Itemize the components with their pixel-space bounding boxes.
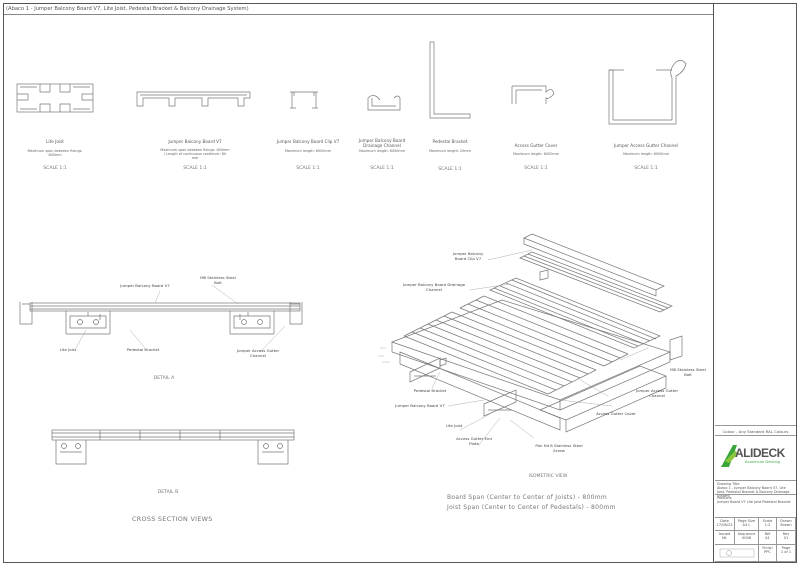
pedestal-bracket-profile [429, 41, 471, 119]
profile-scale-gutter-cover: SCALE 1:1 [524, 166, 548, 171]
profile-note-clip: Maximum length: 6000mm [284, 149, 332, 153]
profile-label-drainage: Jumper Balcony Board Drainage Channel [358, 138, 406, 148]
colour-note: Colour - Any Standard RAL Colours [715, 425, 796, 436]
detail-b-label: DETAIL B [157, 490, 179, 495]
board-span-note: Board Span (Center to Center of Joists) … [447, 494, 607, 501]
profile-label-gutter-channel: Jumper Access Gutter Channel [614, 143, 678, 148]
profile-note-gutter-channel: Maximum length: 6000mm [622, 152, 670, 156]
products-block: Products Jumper Board V7 Lite Joist Pede… [715, 494, 796, 508]
profile-note-gutter-cover: Maximum length: 6000mm [512, 152, 560, 156]
profile-scale-drainage: SCALE 1:1 [370, 166, 394, 171]
profile-label-board-v7: Jumper Balcony Board V7 [168, 139, 222, 144]
iso-callout-bolt: M8 Stainless Steel Bolt [670, 367, 706, 377]
products-label: Products [717, 496, 732, 500]
drawing-sheet [3, 3, 797, 563]
joist-span-note: Joist Span (Center to Center of Pedestal… [447, 504, 616, 511]
drainage-channel-profile [367, 95, 401, 111]
iso-callout-pedestal: Pedestal Bracket [413, 388, 447, 393]
iso-callout-gutter-channel: Jumper Access Gutter Channel [635, 388, 679, 398]
profile-label-lite-joist: Lite Joist [46, 139, 64, 144]
board-v7-profile [136, 91, 251, 107]
drawing-title-value: Abaco 1 - Jumper Balcony Board V7, Lite … [717, 486, 790, 498]
profile-label-pedestal: Pedestal Bracket [432, 139, 468, 144]
gutter-channel-profile [608, 60, 687, 125]
profile-label-clip: Jumper Balcony Board Clip V7 [276, 139, 340, 144]
detail-a-callout-bolt: M8 Stainless Steel Bolt [200, 275, 236, 285]
iso-callout-screw: Pan Hd 8 Stainless Steel Screw [535, 443, 583, 453]
profile-note-board-v7: Maximum span between fixings: 800mm / Le… [160, 148, 230, 161]
profile-note-pedestal: Maximum length: 20mm [429, 149, 471, 153]
profile-scale-pedestal: SCALE 1:1 [438, 167, 462, 172]
products-value: Jumper Board V7 Lite Joist Pedestal Brac… [717, 500, 791, 504]
iso-callout-joist: Lite Joist [445, 423, 463, 428]
drawing-header-title: (Abaco 1 - Jumper Balcony Board V7, Lite… [4, 4, 713, 15]
alideck-logo: ALIDECK Aluminium Decking [715, 437, 796, 477]
iso-callout-gutter-cover: Access Gutter Cover [596, 411, 636, 416]
iso-callout-clip: Jumper Balcony Board Clip V7 [452, 251, 484, 261]
iso-callout-end-plate: Access Gutter End Plate [456, 436, 492, 446]
profile-scale-board-v7: SCALE 1:1 [183, 166, 207, 171]
detail-a-drawing [19, 302, 303, 335]
iso-callout-drainage: Jumper Balcony Board Drainage Channel [402, 282, 466, 292]
brand-tagline: Aluminium Decking [745, 460, 781, 464]
title-block-column [713, 3, 797, 563]
drawing-title-label: Drawing Title [717, 482, 740, 486]
detail-a-callout-pedestal: Pedestal Bracket [126, 347, 160, 352]
isometric-view-label: ISOMETRIC VIEW [528, 474, 568, 479]
profile-scale-gutter-channel: SCALE 1:1 [634, 166, 658, 171]
iso-callout-board: Jumper Balcony Board V7 [395, 403, 445, 408]
detail-a-callout-joist: Lite Joist [59, 347, 77, 352]
detail-a-label: DETAIL A [153, 376, 175, 381]
gutter-cover-profile [511, 85, 555, 104]
profile-note-drainage: Maximum length: 6000mm [358, 149, 406, 153]
detail-b-drawing [51, 429, 295, 465]
drawing-title-block: Drawing Title Abaco 1 - Jumper Balcony B… [715, 480, 796, 498]
tb-stamp-cell [715, 545, 759, 562]
profile-scale-lite-joist: SCALE 1:1 [43, 166, 67, 171]
detail-a-callout-gutter: Jumper Access Gutter Channel [236, 348, 280, 358]
brand-name: ALIDECK [735, 446, 785, 460]
detail-a-callout-board: Jumper Balcony Board V7 [120, 283, 170, 288]
lite-joist-profile [16, 83, 94, 113]
cross-section-views-label: CROSS SECTION VIEWS [132, 515, 213, 523]
clip-profile [290, 91, 318, 109]
profile-label-gutter-cover: Access Gutter Cover [514, 143, 558, 148]
profile-scale-clip: SCALE 1:1 [296, 166, 320, 171]
isometric-view-drawing [390, 233, 683, 433]
profile-note-lite-joist: Maximum span between fixings: 800mm [27, 149, 83, 158]
